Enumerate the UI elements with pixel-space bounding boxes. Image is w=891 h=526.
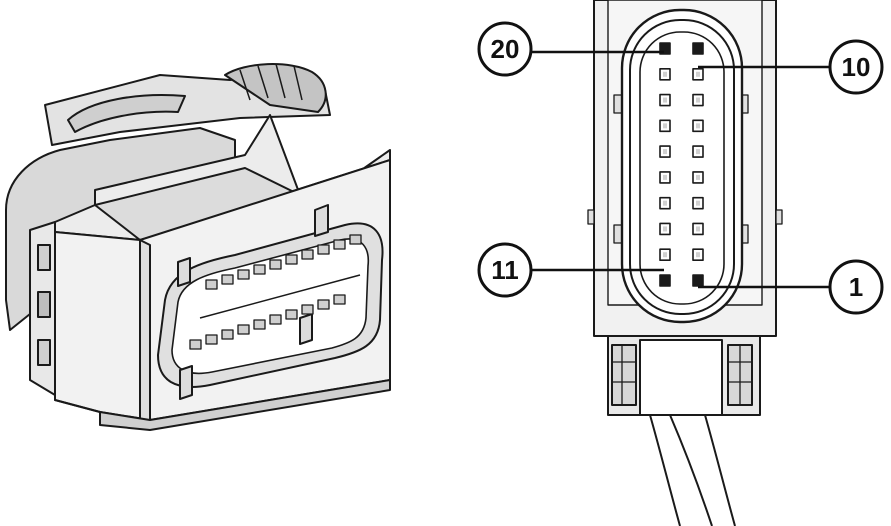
pin-contact-right-6 (696, 174, 700, 180)
cavity-key-bottom-left (179, 365, 193, 400)
pin-contact-right-4 (696, 123, 700, 129)
pin-contact-left-8 (663, 226, 667, 232)
bottom-lip (54, 379, 391, 431)
pin-contact-left-3 (663, 97, 667, 103)
side-slot-3 (37, 339, 51, 366)
side-slot-1 (37, 244, 51, 271)
boot-center-gap (639, 339, 723, 416)
iso-top-row-pins (205, 234, 362, 290)
callout-label-1: 1 (849, 272, 863, 302)
iso-bottom-row-pins (189, 294, 346, 350)
pin-contact-right-7 (696, 200, 700, 206)
cavity-key-top-right (314, 204, 329, 237)
connector-isometric-view (5, 63, 391, 431)
callouts: 20 10 11 1 (477, 21, 884, 315)
callout-pin-10: 10 (698, 39, 884, 95)
pin-contact-left-4 (663, 123, 667, 129)
pin-contact-right-3 (696, 97, 700, 103)
pin-contact-left-10 (663, 278, 667, 283)
pin-contact-left-7 (663, 200, 667, 206)
callout-pin-11: 11 (477, 242, 664, 298)
callout-pin-20: 20 (477, 21, 664, 77)
wire-right (704, 414, 736, 526)
boot-clip-left (611, 344, 637, 406)
wire-left (649, 414, 681, 526)
callout-label-20: 20 (491, 34, 520, 64)
side-nub-left (587, 209, 595, 225)
pin-contact-right-2 (696, 71, 700, 77)
pin-contact-left-2 (663, 71, 667, 77)
side-nub-right (775, 209, 783, 225)
front-pin-grid (659, 42, 704, 287)
connector-front-view (587, 0, 783, 526)
connector-right-face (139, 239, 151, 426)
pin-contact-left-5 (663, 149, 667, 155)
pin-contact-right-10 (696, 278, 700, 283)
callout-label-11: 11 (491, 255, 519, 285)
callout-label-10: 10 (842, 52, 871, 82)
cavity-key-top-left (177, 257, 191, 287)
pin-contact-right-5 (696, 149, 700, 155)
cavity-key-bottom (299, 313, 313, 345)
seal-inner (639, 31, 725, 305)
side-slot-2 (37, 291, 51, 318)
wire-left-2 (669, 414, 713, 526)
latch-arm (67, 94, 186, 133)
pin-contact-right-8 (696, 226, 700, 232)
pin-contact-left-9 (663, 252, 667, 258)
latch-knob (224, 63, 327, 113)
pin-contact-right-1 (696, 46, 700, 51)
pin-contact-left-1 (663, 46, 667, 51)
callout-pin-1: 1 (698, 259, 884, 315)
boot-clip-lines (612, 345, 752, 405)
latch-ridges (239, 63, 303, 101)
pin-contact-right-9 (696, 252, 700, 258)
pin-contact-left-6 (663, 174, 667, 180)
cavity-center-rib (199, 274, 361, 319)
